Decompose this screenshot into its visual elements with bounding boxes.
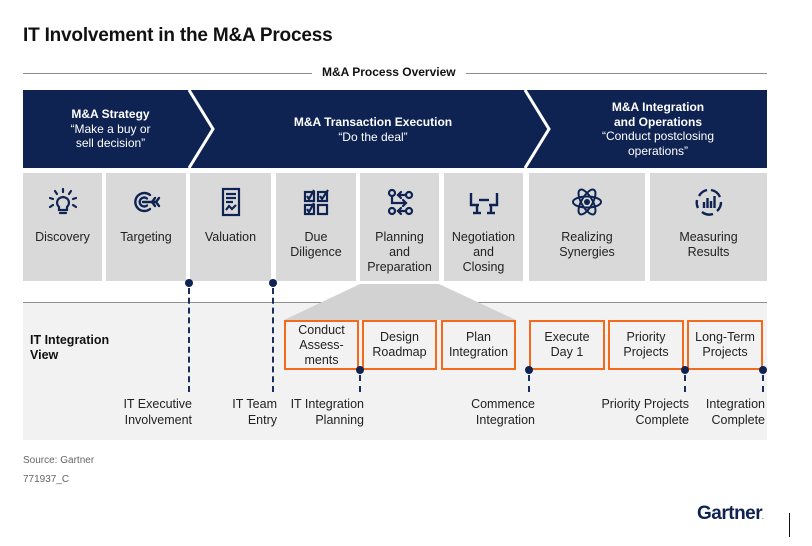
- lightbulb-icon: [48, 187, 77, 215]
- phase-title: M&A Transaction Execution: [293, 115, 453, 129]
- target-icon: [134, 191, 161, 213]
- phase-subtitle: “Do the deal”: [338, 129, 408, 144]
- milestone-line: [188, 288, 190, 392]
- milestone-dot: [759, 366, 767, 374]
- document-id: 771937_C: [23, 474, 70, 485]
- phase-strategy: M&A Strategy “Make a buy or sell decisio…: [23, 107, 198, 151]
- milestone-dot: [525, 366, 533, 374]
- workflow-icon: [387, 188, 413, 216]
- stage-label: Discovery: [35, 230, 90, 244]
- phase-band: M&A Strategy “Make a buy or sell decisio…: [23, 90, 767, 168]
- milestone-line: [762, 375, 764, 392]
- negotiation-table-icon: [469, 193, 498, 215]
- gartner-logo: Gartner.: [697, 503, 764, 524]
- phase-title: M&A Strategy: [71, 107, 150, 121]
- source-note: Source: Gartner: [23, 455, 95, 466]
- stage-label: Targeting: [120, 230, 172, 244]
- text-cursor: [789, 513, 790, 537]
- chevron-divider-2: [523, 90, 551, 168]
- bar-chart-circle-icon: [695, 188, 722, 216]
- milestone-line: [684, 375, 686, 392]
- phase-title: and Operations: [613, 114, 702, 129]
- phase-subtitle: operations”: [627, 143, 689, 158]
- phase-subtitle: sell decision”: [75, 136, 146, 150]
- milestone-line: [272, 288, 274, 392]
- page-title: IT Involvement in the M&A Process: [23, 25, 333, 46]
- phase-chevrons: [23, 90, 767, 168]
- phase-transaction: M&A Transaction Execution “Do the deal”: [213, 115, 533, 144]
- phase-integration: M&A Integration and Operations “Conduct …: [543, 100, 773, 158]
- milestone-dot: [185, 279, 193, 287]
- chevron-divider-1: [187, 90, 215, 168]
- phase-subtitle: “Conduct postclosing: [601, 129, 715, 143]
- overview-label: M&A Process Overview: [312, 65, 466, 79]
- milestone-dot: [356, 366, 364, 374]
- milestone-line: [359, 375, 361, 392]
- milestone-line: [528, 375, 530, 392]
- stage-targeting: Targeting: [106, 173, 186, 281]
- phase-band-bg: [23, 90, 767, 168]
- stage-valuation: Valuation: [190, 173, 271, 281]
- phase-subtitle: “Make a buy or: [70, 121, 151, 136]
- checklist-icon: [303, 189, 329, 216]
- stage-discovery: Discovery: [23, 173, 102, 281]
- milestone-dot: [269, 279, 277, 287]
- document-chart-icon: [221, 187, 240, 217]
- milestone-dot: [681, 366, 689, 374]
- atom-icon: [572, 188, 602, 216]
- stage-label: Valuation: [204, 230, 257, 244]
- phase-title: M&A Integration: [611, 100, 705, 114]
